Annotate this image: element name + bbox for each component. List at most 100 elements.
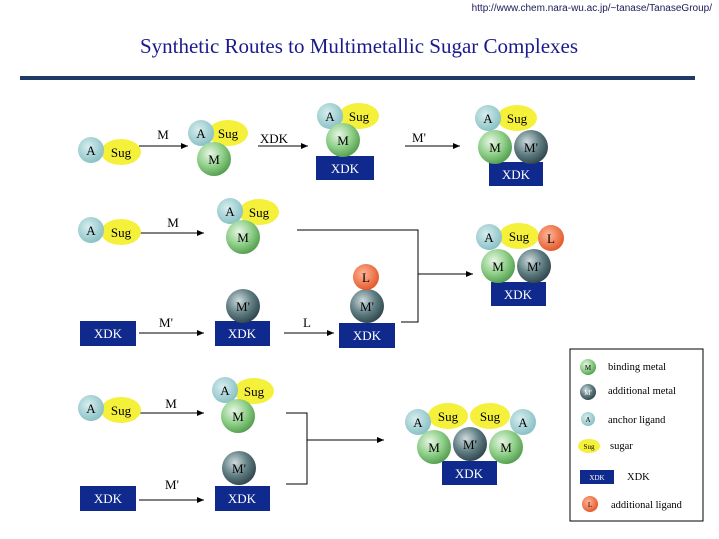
symbol-label: XDK — [589, 474, 604, 482]
sugar-label: Sug — [111, 145, 132, 160]
row5-start: XDK — [80, 486, 136, 511]
anchor-label: A — [86, 401, 96, 416]
anchor-node — [510, 409, 536, 435]
sugar-node — [234, 378, 274, 404]
xdk-label: XDK — [94, 326, 123, 341]
anchor-label: A — [325, 109, 335, 124]
sugar-node — [499, 223, 539, 249]
anchor-label: A — [413, 415, 423, 430]
row3-step1: XDK M' — [215, 289, 270, 346]
sugar-node — [101, 397, 141, 423]
sugar-node — [470, 403, 510, 429]
legend-add-metal-swatch — [580, 384, 596, 400]
anchor-label: A — [225, 204, 235, 219]
add-metal-label: M' — [236, 299, 250, 314]
symbol-label: Sug — [584, 443, 595, 451]
metal-node — [221, 399, 255, 433]
title-rule — [20, 76, 695, 80]
row3-start: XDK — [80, 321, 136, 346]
arrow-label-m-prime: M' — [159, 315, 173, 330]
legend: M binding metal M' additional metal A an… — [569, 348, 704, 522]
xdk-label: XDK — [331, 161, 360, 176]
metal-node — [326, 123, 360, 157]
xdk-label: XDK — [504, 287, 533, 302]
metal-node — [478, 130, 512, 164]
anchor-node — [78, 395, 104, 421]
legend-item-binding-metal: M binding metal — [580, 359, 666, 375]
anchor-shape — [78, 137, 104, 163]
sugar-label: Sug — [111, 225, 132, 240]
metal-label: M — [500, 440, 512, 455]
sugar-label: Sug — [218, 126, 239, 141]
legend-label: XDK — [627, 472, 650, 483]
sugar-label: Sug — [480, 409, 501, 424]
sugar-node — [208, 120, 248, 146]
legend-label: additional ligand — [611, 500, 683, 511]
metal-label: M — [428, 440, 440, 455]
legend-anchor-swatch — [581, 412, 595, 426]
arrow-label-xdk: XDK — [260, 131, 289, 146]
anchor-label: A — [220, 383, 230, 398]
metal-node — [226, 220, 260, 254]
legend-item-additional-metal: M' additional metal — [580, 384, 676, 400]
metal-label: M — [232, 409, 244, 424]
metal-label: M — [237, 230, 249, 245]
metal-node — [197, 142, 231, 176]
arrow-label-m: M — [165, 396, 177, 411]
metal-node — [417, 430, 451, 464]
legend-ligand-swatch — [582, 496, 598, 512]
sugar-node — [101, 219, 141, 245]
sugar-node — [428, 403, 468, 429]
sugar-shape — [101, 139, 141, 165]
xdk-label: XDK — [94, 491, 123, 506]
sugar-node — [239, 199, 279, 225]
xdk-box — [339, 323, 395, 348]
xdk-label: XDK — [228, 326, 257, 341]
legend-label: binding metal — [608, 362, 666, 373]
arrow-label-m: M — [157, 127, 169, 142]
additional-metal-node — [222, 451, 256, 485]
add-metal-label: M' — [524, 140, 538, 155]
anchor-node — [405, 409, 431, 435]
xdk-label: XDK — [353, 328, 382, 343]
xdk-box — [489, 162, 543, 186]
arrow-label-l: L — [303, 315, 311, 330]
row2-start: Sug A — [78, 217, 141, 245]
xdk-label: XDK — [455, 466, 484, 481]
sugar-label: Sug — [349, 109, 370, 124]
symbol-label: A — [585, 416, 590, 424]
sugar-label: Sug — [244, 384, 265, 399]
anchor-label: A — [484, 230, 494, 245]
metal-node — [489, 430, 523, 464]
legend-item-anchor-ligand: A anchor ligand — [581, 412, 666, 426]
anchor-label: A — [483, 111, 493, 126]
row1-start: Sug A — [78, 137, 141, 165]
anchor-node — [78, 217, 104, 243]
ligand-label: L — [547, 231, 555, 246]
metal-label: M — [208, 152, 220, 167]
additional-metal-node — [226, 289, 260, 323]
row3-step2: XDK M' L — [339, 264, 395, 348]
arrow-label-m-prime: M' — [412, 130, 426, 145]
row1-step1: Sug A M — [188, 120, 248, 176]
legend-box — [569, 348, 704, 522]
row1-step2: XDK Sug A M — [316, 103, 379, 180]
anchor-node — [188, 120, 214, 146]
xdk-box — [215, 321, 270, 346]
row1-product: XDK Sug A M' M — [475, 105, 548, 186]
anchor-node — [212, 377, 238, 403]
row4-step1: Sug A M — [212, 377, 274, 433]
add-metal-label: M' — [527, 259, 541, 274]
source-url: http://www.chem.nara-wu.ac.jp/~tanase/Ta… — [472, 3, 713, 14]
symbol-label: L — [588, 501, 592, 509]
ligand-node — [353, 264, 379, 290]
row2-product: XDK Sug A L M' M — [476, 223, 564, 306]
xdk-box — [80, 486, 136, 511]
anchor-label: A — [86, 223, 96, 238]
xdk-box — [316, 156, 374, 180]
additional-metal-node — [517, 249, 551, 283]
xdk-box — [442, 461, 497, 485]
anchor-label: A — [86, 143, 96, 158]
add-metal-label: M' — [232, 461, 246, 476]
row4-start: Sug A — [78, 395, 141, 423]
